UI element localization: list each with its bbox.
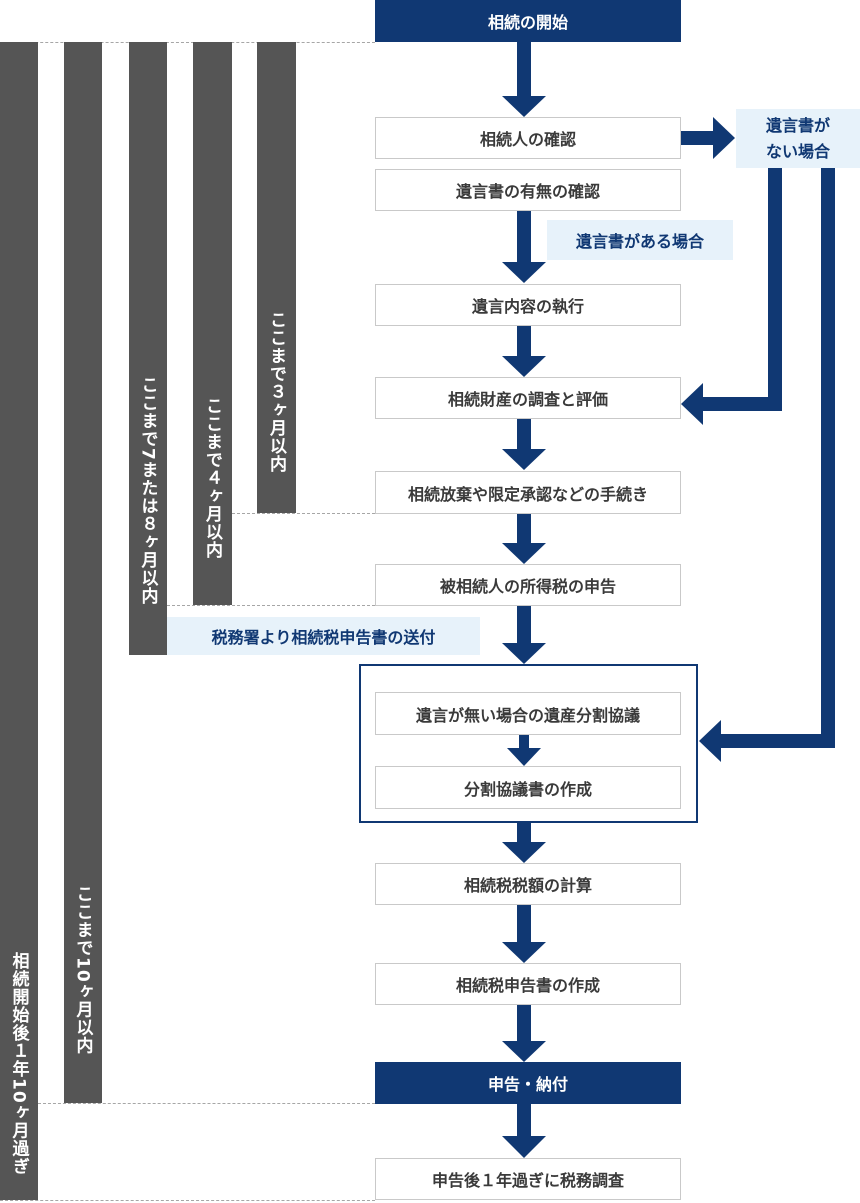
step-start: 相続の開始 — [375, 0, 681, 42]
deadline-month10-label: ここまで10ヶ月以内 — [72, 885, 93, 1055]
deadline-after-1y10m-label: 相続開始後１年10ヶ月過ぎ — [8, 952, 29, 1176]
deadline-month3: ここまで３ヶ月以内 — [257, 42, 296, 513]
step-survey-assets: 相続財産の調査と評価 — [375, 377, 681, 419]
guide-start — [0, 42, 375, 43]
step-renunciation: 相続放棄や限定承認などの手続き — [375, 471, 681, 514]
note-no-will: 遺言書が ない場合 — [736, 109, 860, 168]
step-file-pay: 申告・納付 — [375, 1062, 681, 1104]
deadline-month7-8-label: ここまで7または８ヶ月以内 — [137, 376, 158, 605]
deadline-month7-8: ここまで7または８ヶ月以内 — [129, 42, 167, 655]
guide-month4 — [167, 605, 375, 606]
deadline-month10: ここまで10ヶ月以内 — [64, 42, 102, 1103]
step-division-doc: 分割協議書の作成 — [375, 766, 681, 809]
step-execute-will: 遺言内容の執行 — [375, 284, 681, 326]
note-tax-office: 税務署より相続税申告書の送付 — [167, 617, 480, 655]
step-division-talks: 遺言が無い場合の遺産分割協議 — [375, 692, 681, 735]
step-audit: 申告後１年過ぎに税務調査 — [375, 1158, 681, 1200]
step-confirm-heirs: 相続人の確認 — [375, 117, 681, 159]
deadline-after-1y10m: 相続開始後１年10ヶ月過ぎ — [0, 42, 38, 1200]
note-no-will-line2: ない場合 — [765, 141, 830, 161]
deadline-month4-label: ここまで４ヶ月以内 — [202, 397, 222, 559]
guide-end — [0, 1200, 375, 1201]
step-calc-tax: 相続税税額の計算 — [375, 863, 681, 905]
step-income-tax: 被相続人の所得税の申告 — [375, 564, 681, 606]
step-confirm-will: 遺言書の有無の確認 — [375, 169, 681, 211]
note-no-will-line1: 遺言書が — [765, 115, 830, 135]
guide-month10 — [38, 1103, 375, 1104]
deadline-month3-label: ここまで３ヶ月以内 — [266, 311, 286, 473]
guide-month3 — [232, 513, 375, 514]
deadline-month4: ここまで４ヶ月以内 — [193, 42, 232, 605]
step-make-return: 相続税申告書の作成 — [375, 963, 681, 1005]
note-with-will: 遺言書がある場合 — [547, 220, 733, 260]
